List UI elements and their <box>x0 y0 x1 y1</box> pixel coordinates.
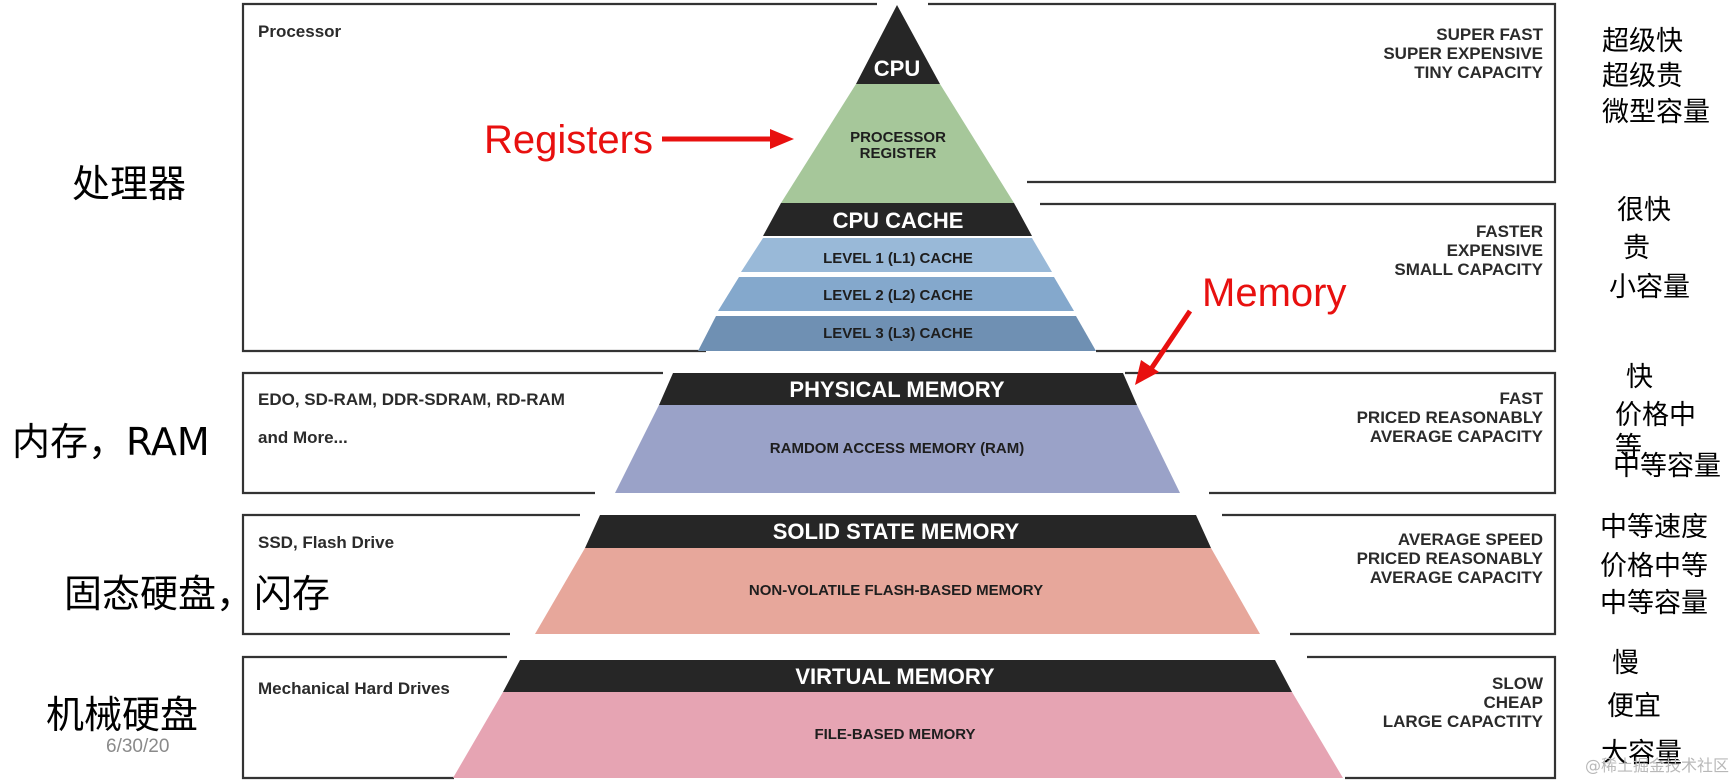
l3-cache-band <box>698 316 1096 351</box>
register-label-line2: REGISTER <box>860 145 937 162</box>
l1-cache-band <box>741 238 1052 272</box>
zh-hdd-speed: 慢 <box>1612 648 1639 679</box>
cache-capacity: SMALL CAPACITY <box>1394 260 1543 279</box>
ram-types-line2: and More... <box>258 428 348 447</box>
ssd-capacity: AVERAGE CAPACITY <box>1370 568 1544 587</box>
registers-annotation: Registers <box>484 118 653 162</box>
memory-arrow-head <box>1135 360 1159 385</box>
zh-ram-cost-cont: 等 <box>1615 432 1642 463</box>
cache-cost: EXPENSIVE <box>1447 241 1543 260</box>
zh-processor-label: 处理器 <box>72 162 186 206</box>
processor-box-label: Processor <box>258 22 342 41</box>
cpu-cache-band <box>763 203 1032 236</box>
register-label-line1: PROCESSOR <box>850 129 946 146</box>
hdd-box-label: Mechanical Hard Drives <box>258 679 450 698</box>
zh-hdd-label: 机械硬盘 <box>46 693 198 737</box>
processor-capacity: TINY CAPACITY <box>1414 63 1543 82</box>
registers-arrow-head <box>770 129 794 149</box>
processor-box-outline <box>241 2 1557 353</box>
zh-cache-cost: 贵 <box>1623 233 1650 264</box>
ram-band <box>615 405 1180 493</box>
zh-ssd-label: 固态硬盘，闪存 <box>64 572 330 616</box>
flash-label: NON-VOLATILE FLASH-BASED MEMORY <box>749 582 1043 599</box>
virtual-memory-label: VIRTUAL MEMORY <box>795 664 995 689</box>
solid-state-memory-band <box>585 515 1211 548</box>
processor-cost: SUPER EXPENSIVE <box>1383 44 1543 63</box>
hdd-box-outline <box>241 655 1557 780</box>
zh-hdd-capacity: 大容量 <box>1601 738 1682 769</box>
zh-ssd-capacity: 中等容量 <box>1600 588 1708 619</box>
zh-ssd-speed: 中等速度 <box>1600 512 1708 543</box>
l1-cache-label: LEVEL 1 (L1) CACHE <box>823 250 973 267</box>
slide-date: 6/30/20 <box>106 736 169 757</box>
zh-ram-speed: 快 <box>1626 362 1653 393</box>
hdd-capacity: LARGE CAPACTITY <box>1383 712 1544 731</box>
cpu-label: CPU <box>874 56 920 81</box>
hdd-speed: SLOW <box>1492 674 1544 693</box>
memory-annotation: Memory <box>1202 271 1346 315</box>
ram-speed: FAST <box>1500 389 1544 408</box>
zh-ssd-cost: 价格中等 <box>1600 551 1708 582</box>
zh-ram-cost: 价格中 <box>1615 400 1696 431</box>
ram-box-outline <box>241 371 1557 495</box>
processor-speed: SUPER FAST <box>1436 25 1543 44</box>
l2-cache-band <box>718 277 1074 311</box>
ssd-box-outline <box>241 513 1557 636</box>
ssd-box-label: SSD, Flash Drive <box>258 533 394 552</box>
ram-types-line1: EDO, SD-RAM, DDR-SDRAM, RD-RAM <box>258 390 565 409</box>
cpu-band <box>856 5 940 84</box>
file-label: FILE-BASED MEMORY <box>814 726 975 743</box>
file-band <box>453 692 1343 778</box>
virtual-memory-band <box>503 660 1292 692</box>
l2-cache-label: LEVEL 2 (L2) CACHE <box>823 287 973 304</box>
ram-label: RAMDOM ACCESS MEMORY (RAM) <box>770 440 1024 457</box>
solid-state-memory-label: SOLID STATE MEMORY <box>773 519 1020 544</box>
cache-speed: FASTER <box>1476 222 1543 241</box>
zh-ram-label: 内存，RAM <box>12 420 210 464</box>
ram-cost: PRICED REASONABLY <box>1357 408 1544 427</box>
memory-arrow-shaft <box>1146 309 1193 374</box>
l3-cache-label: LEVEL 3 (L3) CACHE <box>823 325 973 342</box>
cpu-cache-label: CPU CACHE <box>833 208 964 233</box>
physical-memory-band <box>659 373 1137 405</box>
register-band <box>781 84 1014 203</box>
zh-cache-speed: 很快 <box>1617 195 1671 226</box>
hdd-cost: CHEAP <box>1483 693 1543 712</box>
watermark: @稀土掘金技术社区 <box>1585 756 1729 775</box>
ram-capacity: AVERAGE CAPACITY <box>1370 427 1544 446</box>
zh-cache-capacity: 小容量 <box>1609 272 1690 303</box>
physical-memory-label: PHYSICAL MEMORY <box>789 377 1004 402</box>
zh-ram-capacity: 中等容量 <box>1613 451 1721 482</box>
zh-processor-cost: 超级贵 <box>1602 61 1683 92</box>
zh-processor-capacity: 微型容量 <box>1602 97 1710 128</box>
zh-hdd-cost: 便宜 <box>1607 691 1661 722</box>
flash-band <box>535 548 1260 634</box>
ssd-speed: AVERAGE SPEED <box>1398 530 1543 549</box>
ssd-cost: PRICED REASONABLY <box>1357 549 1544 568</box>
zh-processor-speed: 超级快 <box>1602 26 1683 57</box>
